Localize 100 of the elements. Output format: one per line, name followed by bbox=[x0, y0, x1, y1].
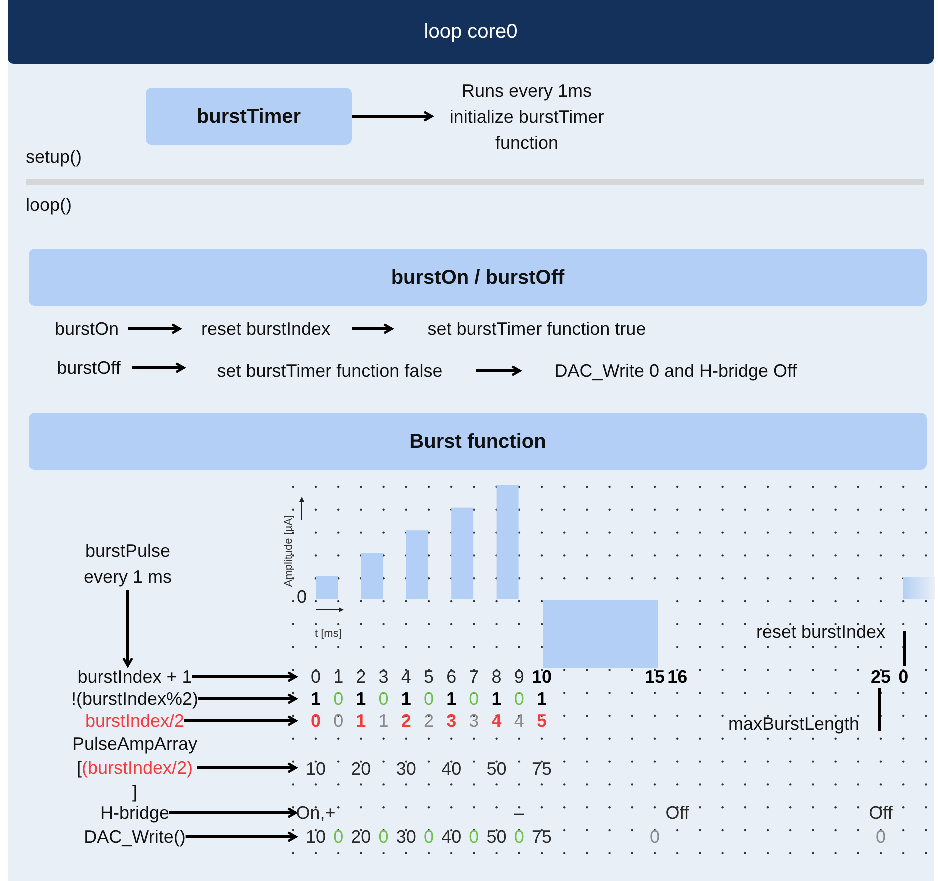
value-label: 1 bbox=[446, 688, 457, 710]
arrow bbox=[122, 590, 134, 668]
value-label: 1 bbox=[378, 710, 389, 732]
section-label: setup() bbox=[26, 146, 82, 169]
value-label: 0 bbox=[898, 666, 909, 688]
step-text: DAC_Write 0 and H-bridge Off bbox=[520, 358, 832, 384]
value-label: 20 bbox=[351, 758, 372, 780]
value-label: 4 bbox=[401, 666, 412, 688]
value-label: 40 bbox=[442, 758, 462, 780]
bracket: [ bbox=[76, 757, 82, 780]
arrow bbox=[352, 111, 434, 122]
arrow bbox=[192, 672, 298, 682]
value-label: 5 bbox=[424, 666, 434, 688]
arrow bbox=[352, 324, 394, 334]
section-header: Burst function bbox=[29, 413, 927, 470]
value-label: 1 bbox=[537, 688, 547, 710]
arrow bbox=[186, 832, 298, 842]
value-label: 40 bbox=[442, 826, 462, 848]
value-label: 0 bbox=[876, 826, 886, 848]
value-label: 0 bbox=[424, 826, 434, 848]
value-label: 6 bbox=[446, 666, 457, 688]
step-text: reset burstIndex bbox=[740, 619, 902, 643]
value-label: 1 bbox=[356, 710, 366, 732]
arrow bbox=[198, 694, 298, 704]
value-label: 1 bbox=[311, 688, 321, 710]
arrow bbox=[476, 366, 522, 376]
arrow bbox=[184, 716, 298, 726]
row-label: (burstIndex/2) bbox=[82, 757, 194, 780]
step-text: Runs every 1ms initialize burstTimer function bbox=[432, 78, 622, 156]
step-text: burstOn bbox=[46, 316, 128, 342]
value-label: 3 bbox=[378, 666, 389, 688]
header-band: loop core0 bbox=[8, 0, 934, 64]
row-label: burstIndex + 1 bbox=[78, 666, 192, 688]
value-label: Off bbox=[869, 802, 893, 824]
value-label: 7 bbox=[469, 666, 480, 688]
step-text: maxBurstLength bbox=[712, 711, 876, 735]
value-label: 75 bbox=[532, 758, 552, 780]
axis-label: Amplitude [µA] bbox=[282, 514, 296, 590]
value-label: 0 bbox=[514, 688, 524, 710]
step-text: reset burstIndex bbox=[180, 316, 352, 342]
value-label: 10 bbox=[306, 758, 326, 780]
value-label: 20 bbox=[351, 826, 372, 848]
value-label: 30 bbox=[396, 758, 416, 780]
value-label: 30 bbox=[396, 826, 416, 848]
value-label: 10 bbox=[306, 826, 326, 848]
row-label: PulseAmpArray bbox=[72, 733, 198, 756]
value-label: 3 bbox=[446, 710, 457, 732]
value-label: 0 bbox=[334, 688, 344, 710]
value-label: 5 bbox=[537, 710, 547, 732]
value-label: 4 bbox=[514, 710, 524, 732]
row-label: DAC_Write() bbox=[84, 826, 186, 848]
value-label: 0 bbox=[311, 710, 321, 732]
value-label: 1 bbox=[492, 688, 502, 710]
value-label: Off bbox=[666, 802, 690, 824]
value-label: On,+ bbox=[296, 802, 336, 824]
arrow bbox=[170, 808, 298, 818]
value-label: 50 bbox=[486, 826, 507, 848]
value-label: 9 bbox=[514, 666, 524, 688]
arrow bbox=[128, 324, 182, 334]
step-text: burstOff bbox=[46, 355, 132, 381]
value-label: 50 bbox=[486, 758, 507, 780]
value-label: – bbox=[514, 802, 524, 824]
value-label: 2 bbox=[424, 710, 434, 732]
step-text: set burstTimer function true bbox=[392, 316, 682, 342]
value-label: 0 bbox=[378, 826, 389, 848]
bracket: ] bbox=[132, 781, 138, 804]
value-label: 4 bbox=[492, 710, 502, 732]
value-label: 25 bbox=[870, 666, 892, 688]
value-label: 1 bbox=[334, 666, 344, 688]
value-label: 1 bbox=[356, 688, 366, 710]
row-label: !(burstIndex%2) bbox=[71, 688, 199, 710]
value-label: 0 bbox=[424, 688, 434, 710]
value-label: 0 bbox=[334, 710, 344, 732]
value-label: 2 bbox=[401, 710, 412, 732]
value-label: 0 bbox=[334, 826, 344, 848]
timer-box: burstTimer bbox=[146, 88, 352, 145]
value-label: 0 bbox=[469, 688, 480, 710]
value-label: 2 bbox=[356, 666, 366, 688]
axis-label: t [ms] bbox=[315, 627, 342, 642]
value-label: 1 bbox=[401, 688, 412, 710]
step-text: burstPulse every 1 ms bbox=[63, 538, 193, 590]
value-label: 0 bbox=[469, 826, 480, 848]
value-label: 3 bbox=[469, 710, 480, 732]
value-label: 75 bbox=[532, 826, 552, 848]
row-label: burstIndex/2 bbox=[85, 710, 185, 732]
section-label: loop() bbox=[26, 194, 72, 217]
section-header: burstOn / burstOff bbox=[29, 249, 927, 306]
value-label: 15 bbox=[644, 666, 666, 688]
value-label: 0 bbox=[311, 666, 321, 688]
step-text: set burstTimer function false bbox=[184, 358, 476, 384]
value-label: 10 bbox=[532, 666, 552, 688]
value-label: 8 bbox=[492, 666, 502, 688]
arrow bbox=[198, 762, 298, 774]
value-label: 16 bbox=[668, 666, 688, 688]
arrow bbox=[132, 362, 186, 374]
value-label: 0 bbox=[378, 688, 389, 710]
value-label: 0 bbox=[514, 826, 524, 848]
value-label: 0 bbox=[650, 826, 660, 848]
row-label: H-bridge bbox=[100, 802, 170, 824]
axis-label: 0 bbox=[297, 586, 308, 608]
